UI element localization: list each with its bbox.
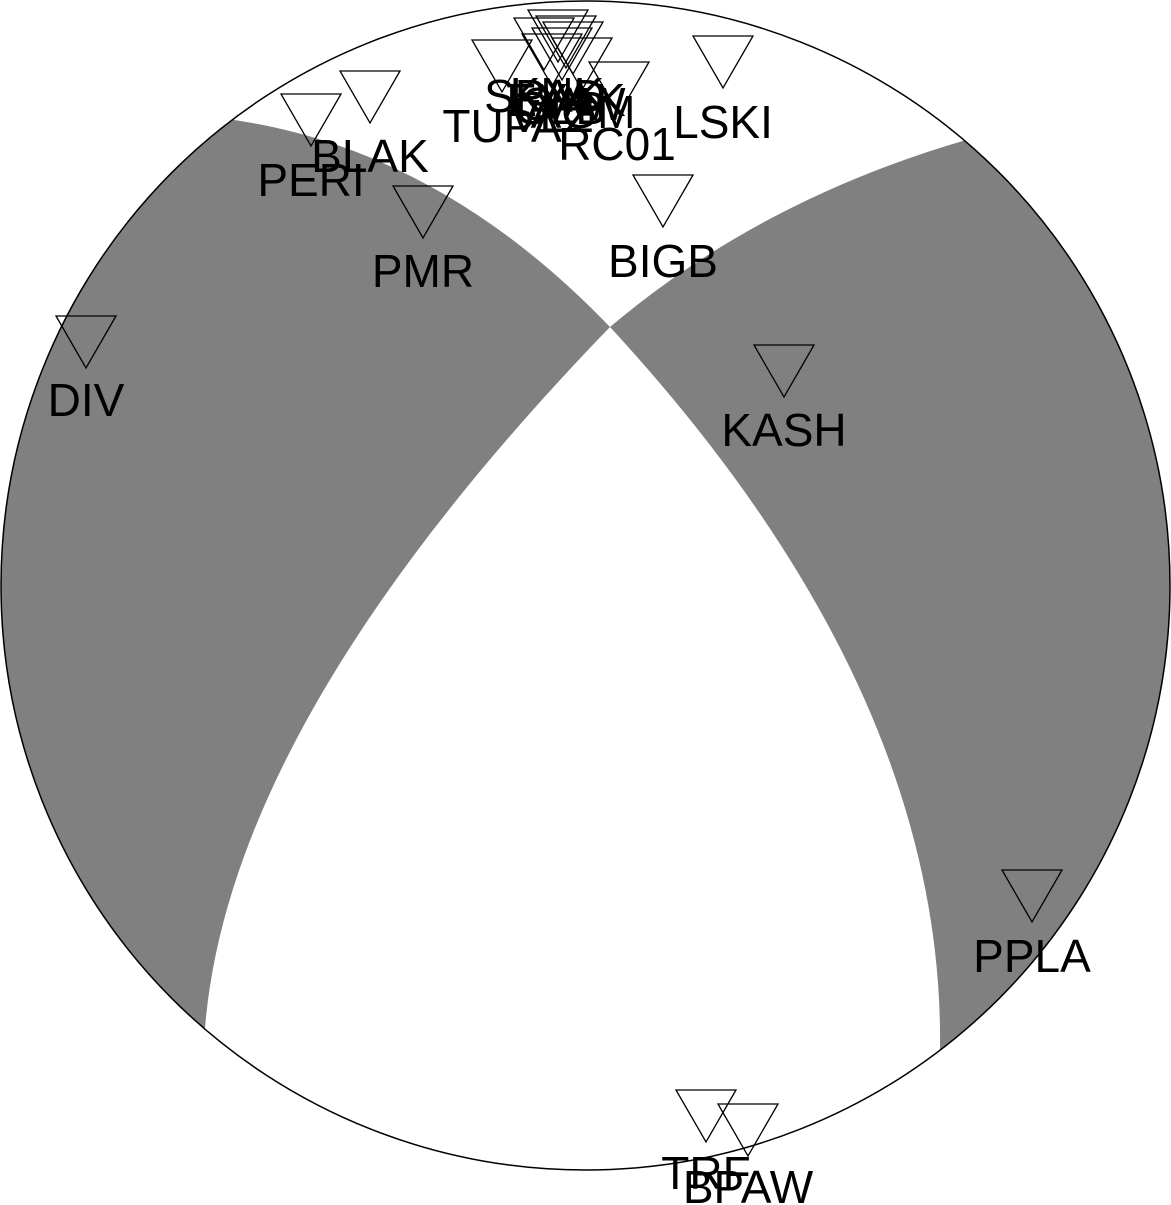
station-marker: [470, 39, 534, 94]
station-label-agm: AGM: [531, 86, 636, 138]
station-marker: [691, 35, 755, 90]
station-marker: [338, 70, 402, 125]
station-marker: [512, 17, 576, 72]
station-marker: [674, 1089, 738, 1144]
station-label-trf: TRF: [661, 1147, 750, 1199]
station-marker: [54, 315, 118, 370]
station-label-knk: KNK: [510, 68, 605, 120]
compressional-quadrant-west: [1, 1, 610, 1170]
station-label-bigb: BIGB: [608, 235, 718, 287]
station-label-kash: KASH: [721, 404, 846, 456]
sphere-outline: [0, 0, 1171, 1171]
station-marker: [520, 33, 584, 88]
station-marker: [716, 1103, 780, 1158]
station-markers: [54, 9, 1064, 1158]
station-marker: [752, 344, 816, 399]
station-label-glb: GLB: [514, 82, 606, 134]
station-label-div: DIV: [48, 374, 125, 426]
station-marker: [391, 185, 455, 240]
station-marker: [530, 27, 594, 82]
station-label-saw: SAW: [522, 78, 626, 130]
station-label-spad: SPAD: [484, 70, 606, 122]
station-label-ppla: PPLA: [973, 930, 1091, 982]
station-marker: [1000, 869, 1064, 924]
compressional-quadrant-east: [610, 1, 1170, 1170]
station-label-tupa: TUPA: [442, 100, 562, 152]
station-marker: [631, 174, 695, 229]
station-label-pmr: PMR: [372, 245, 474, 297]
station-label-bpaw: BPAW: [683, 1161, 814, 1205]
station-label-rc01: RC01: [558, 118, 676, 170]
station-marker: [587, 61, 651, 116]
station-marker: [526, 9, 590, 64]
station-labels: LSKI TUPA RC01 BLAK PERI PMR BIGB DIV KA…: [48, 68, 1091, 1205]
station-label-vlz: VLZ: [509, 90, 593, 142]
station-label-lski: LSKI: [673, 96, 773, 148]
station-marker: [279, 93, 343, 148]
station-label-eyak: EYAK: [506, 74, 626, 126]
station-label-peri: PERI: [257, 154, 364, 206]
station-marker: [550, 37, 614, 92]
station-label-blak: BLAK: [311, 130, 429, 182]
station-marker: [534, 15, 598, 70]
